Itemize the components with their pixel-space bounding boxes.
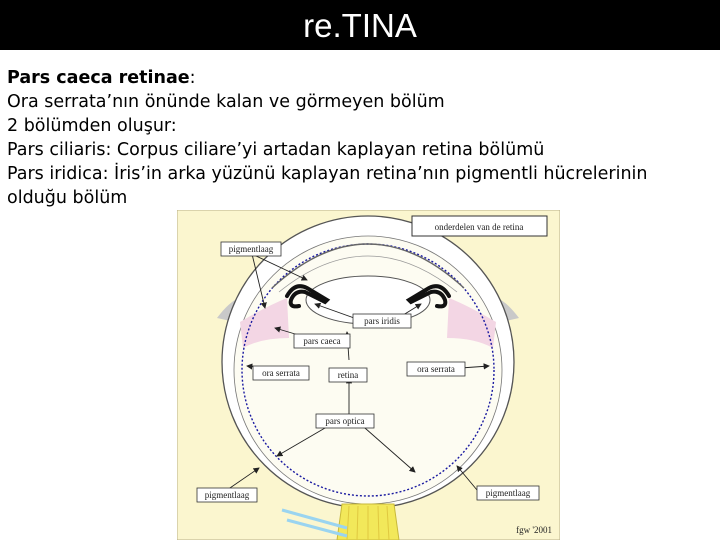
iris-right <box>405 284 451 309</box>
text-line-5: olduğu bölüm <box>7 188 128 208</box>
figure-credit: fgw '2001 <box>516 525 552 535</box>
label-pars-caeca: pars caeca <box>293 333 351 349</box>
cornea <box>271 243 465 289</box>
label-ora-serrata-left: ora serrata <box>252 365 310 381</box>
svg-text:pigmentlaag: pigmentlaag <box>486 488 531 498</box>
label-retina: retina <box>328 367 368 383</box>
label-pars-iridis: pars iridis <box>352 313 412 329</box>
iris-left <box>285 284 331 309</box>
pointer-pigmentlaag-top-2 <box>251 253 267 309</box>
heading-line: Pars caeca retinae: <box>7 66 713 90</box>
blood-vessel <box>281 508 348 538</box>
svg-text:pars caeca: pars caeca <box>303 336 340 346</box>
svg-text:pigmentlaag: pigmentlaag <box>205 490 250 500</box>
svg-text:pars iridis: pars iridis <box>364 316 400 326</box>
body-text: Pars caeca retinae: Ora serrata’nın önün… <box>7 66 713 210</box>
heading-colon: : <box>189 68 196 88</box>
heading-bold: Pars caeca retinae <box>7 68 190 88</box>
pointer-pigmentlaag-top-1 <box>251 253 308 281</box>
title-bar: re.TINA <box>0 0 720 50</box>
retina-diagram: onderdelen van de retina pigmentlaag par… <box>177 210 560 540</box>
svg-text:pars optica: pars optica <box>325 416 364 426</box>
text-line-4: Pars iridica: İris’in arka yüzünü kaplay… <box>7 164 648 184</box>
text-line-3: Pars ciliaris: Corpus ciliare’yi artadan… <box>7 140 545 160</box>
pointer-pigmentlaag-bottom-left <box>226 467 260 491</box>
optic-nerve-fibers <box>346 505 390 540</box>
label-header: onderdelen van de retina <box>411 215 548 237</box>
ciliary-body-left <box>240 298 289 348</box>
pointer-pigmentlaag-bottom-right <box>456 465 478 491</box>
label-pigmentlaag-bottom-left: pigmentlaag <box>196 487 258 503</box>
svg-text:retina: retina <box>338 370 359 380</box>
label-pars-optica: pars optica <box>315 413 375 429</box>
svg-text:ora serrata: ora serrata <box>262 368 300 378</box>
label-pigmentlaag-bottom-right: pigmentlaag <box>476 485 540 501</box>
retina-diagram-svg: onderdelen van de retina pigmentlaag par… <box>177 210 560 540</box>
svg-text:onderdelen van de retina: onderdelen van de retina <box>435 222 524 232</box>
text-line-1: Ora serrata’nın önünde kalan ve görmeyen… <box>7 92 445 112</box>
label-pigmentlaag-top: pigmentlaag <box>220 241 282 257</box>
svg-text:pigmentlaag: pigmentlaag <box>229 244 274 254</box>
svg-text:ora serrata: ora serrata <box>417 364 455 374</box>
slide-title: re.TINA <box>303 7 417 44</box>
label-ora-serrata-right: ora serrata <box>406 361 466 377</box>
text-line-2: 2 bölümden oluşur: <box>7 116 177 136</box>
ciliary-body-right <box>447 298 496 348</box>
